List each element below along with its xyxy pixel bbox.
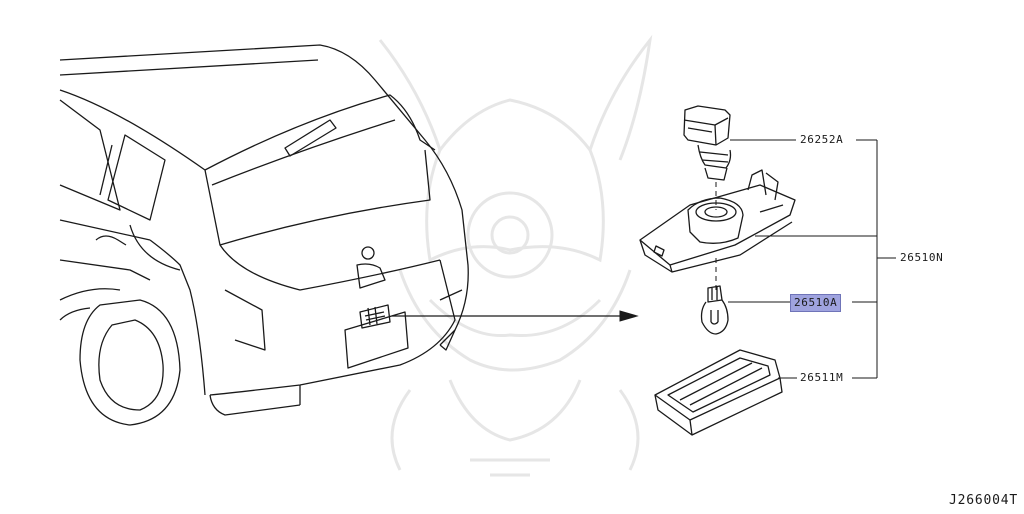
part-label-bulb[interactable]: 26510A xyxy=(790,294,842,312)
pointer-arrow xyxy=(392,310,639,322)
part-label-socket[interactable]: 26252A xyxy=(800,133,844,146)
lens-part xyxy=(654,349,783,436)
part-label-assembly[interactable]: 26510N xyxy=(900,251,944,264)
part-label-lens[interactable]: 26511M xyxy=(800,371,844,384)
housing-part xyxy=(639,169,796,273)
samurai-crest-icon xyxy=(378,34,653,477)
bulb-part xyxy=(700,285,729,335)
vehicle-outline xyxy=(59,44,469,426)
socket-part xyxy=(683,105,732,181)
figure-code: J266004T xyxy=(948,493,1018,508)
leader-lines xyxy=(728,139,896,379)
